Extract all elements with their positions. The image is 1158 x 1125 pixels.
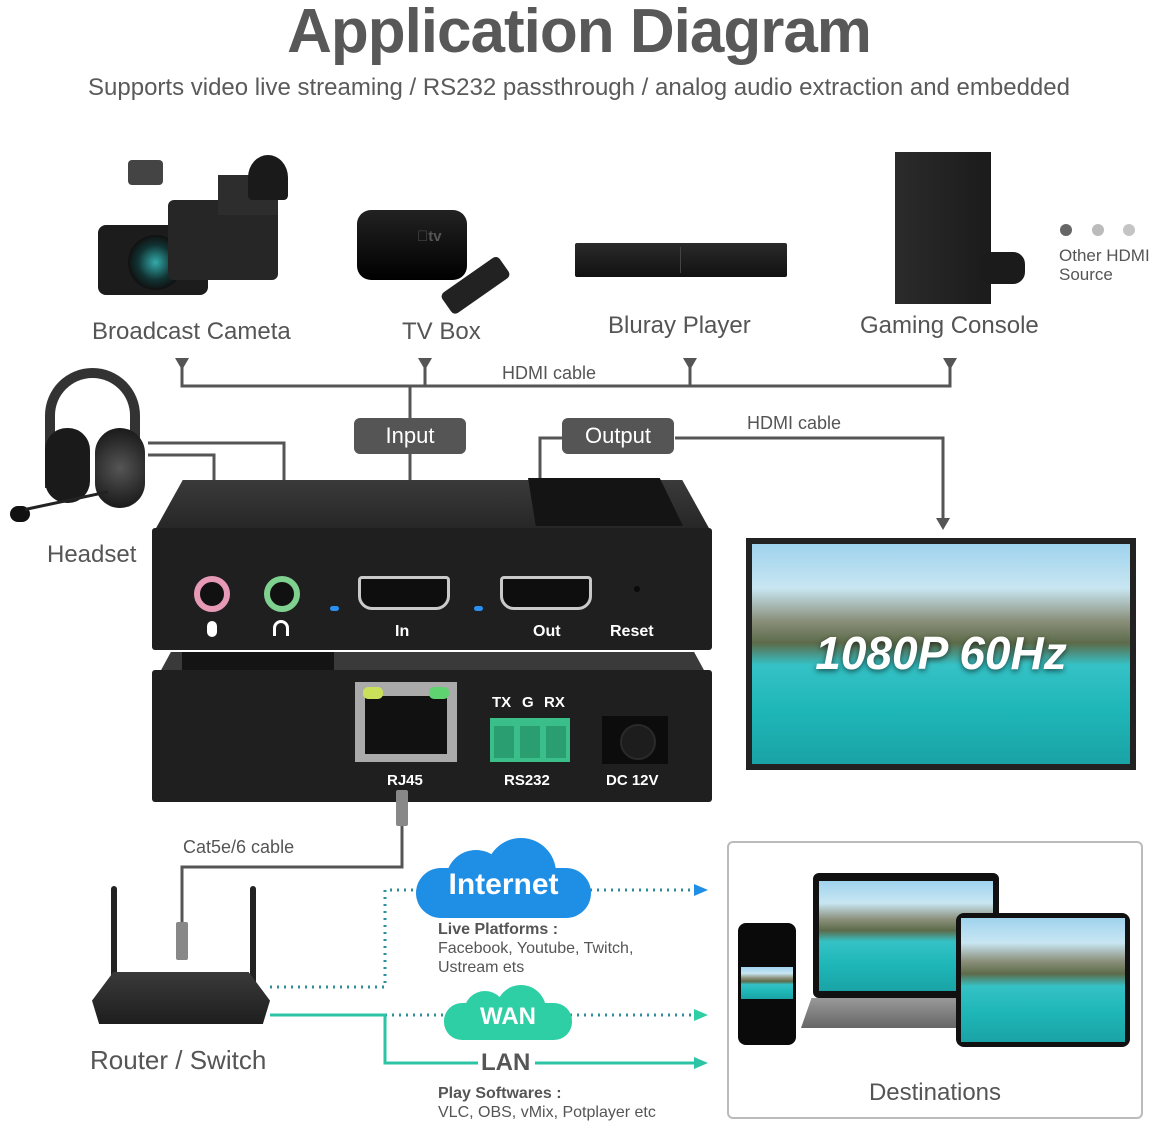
ethernet-plug-icon <box>176 922 188 960</box>
headphone-jack[interactable] <box>264 576 300 612</box>
hdmi-output-line <box>675 436 945 520</box>
hdmi-in-port[interactable] <box>358 576 450 610</box>
reset-label: Reset <box>610 623 654 640</box>
resolution-overlay: 1080P 60Hz <box>815 627 1067 679</box>
rs232-terminal[interactable] <box>490 718 570 762</box>
arrow-down <box>175 358 189 370</box>
activity-led <box>429 687 449 699</box>
diagram-title: Application Diagram <box>287 0 872 66</box>
other-source-line1: Other HDMI <box>1059 246 1150 265</box>
arrow-down <box>943 358 957 370</box>
phone-icon <box>738 923 796 1045</box>
play-softwares: Play Softwares : VLC, OBS, vMix, Potplay… <box>438 1084 656 1122</box>
other-source-label: Other HDMI Source <box>1059 246 1150 284</box>
internet-cloud-icon: Internet <box>416 838 591 918</box>
arrow-down <box>683 358 697 370</box>
hdmi-source-bus <box>180 366 952 388</box>
router-label: Router / Switch <box>90 1045 267 1075</box>
play-softwares-title: Play Softwares : <box>438 1085 562 1102</box>
device-label-plate <box>528 478 683 526</box>
headset-icon <box>5 368 150 528</box>
other-source-line2: Source <box>1059 265 1113 284</box>
destinations-label: Destinations <box>868 1079 1002 1106</box>
wan-label: WAN <box>480 1003 536 1030</box>
bluray-player-icon <box>575 243 787 277</box>
live-platforms-title: Live Platforms : <box>438 921 559 938</box>
live-platforms: Live Platforms : Facebook, Youtube, Twit… <box>438 920 633 977</box>
source-label: TV Box <box>402 318 481 345</box>
internet-dotted-line <box>270 888 420 989</box>
cat5-cable-label: Cat5e/6 cable <box>183 837 295 857</box>
internet-arrow <box>694 884 708 896</box>
device-back-panel: RJ45 TX G RX RS232 DC 12V <box>152 670 712 802</box>
mic-jack[interactable] <box>194 576 230 612</box>
lan-label: LAN <box>481 1049 531 1076</box>
device-front-panel: In Out Reset <box>152 528 712 650</box>
wan-cloud-icon: WAN <box>444 985 572 1040</box>
rj45-port[interactable] <box>355 682 457 762</box>
rj45-label: RJ45 <box>387 772 423 789</box>
router-icon <box>90 880 275 1030</box>
dc-power-jack[interactable] <box>602 716 668 764</box>
source-label: Gaming Console <box>860 312 1039 339</box>
tablet-icon <box>956 913 1130 1047</box>
live-platforms-line1: Facebook, Youtube, Twitch, <box>438 940 634 957</box>
link-led <box>363 687 383 699</box>
hdmi-cable-label: HDMI cable <box>502 363 597 383</box>
microphone-icon <box>207 621 217 637</box>
dc-label: DC 12V <box>606 772 659 789</box>
output-pill: Output <box>562 418 674 454</box>
play-softwares-list: VLC, OBS, vMix, Potplayer etc <box>438 1104 656 1121</box>
monitor-display: 1080P 60Hz <box>746 538 1136 770</box>
hdmi-out-port[interactable] <box>500 576 592 610</box>
lan-arrow <box>694 1057 708 1069</box>
more-dots-icon <box>1060 224 1140 236</box>
rs232-label: RS232 <box>504 772 550 789</box>
video-camera-icon <box>98 155 288 305</box>
status-led <box>330 606 339 611</box>
arrow-down <box>936 518 950 530</box>
arrow-down <box>418 358 432 370</box>
ethernet-plug-icon <box>396 790 408 826</box>
status-led <box>474 606 483 611</box>
source-label: Bluray Player <box>608 312 751 339</box>
source-label: Broadcast Cameta <box>92 318 291 345</box>
internet-label: Internet <box>448 868 559 901</box>
monitor-screen <box>752 544 1130 764</box>
headset-label: Headset <box>47 541 137 568</box>
lan-line <box>270 1013 478 1065</box>
hdmi-cable-label: HDMI cable <box>747 413 842 433</box>
destinations-panel: Destinations <box>727 841 1143 1119</box>
rs232-pin-label: G <box>522 694 534 711</box>
input-pill: Input <box>354 418 466 454</box>
tv-box-icon: tv <box>357 210 517 316</box>
cat5-cable-line <box>180 825 404 925</box>
diagram-subtitle: Supports video live streaming / RS232 pa… <box>88 74 1070 101</box>
port-out-label: Out <box>533 623 561 640</box>
headphones-icon <box>273 620 289 636</box>
reset-button[interactable] <box>634 586 640 592</box>
rs232-pin-label: TX <box>492 694 512 711</box>
port-in-label: In <box>395 623 410 640</box>
rs232-pin-label: RX <box>544 694 565 711</box>
wan-arrow <box>694 1009 708 1021</box>
game-console-icon <box>895 152 1030 307</box>
live-platforms-line2: Ustream ets <box>438 959 525 976</box>
